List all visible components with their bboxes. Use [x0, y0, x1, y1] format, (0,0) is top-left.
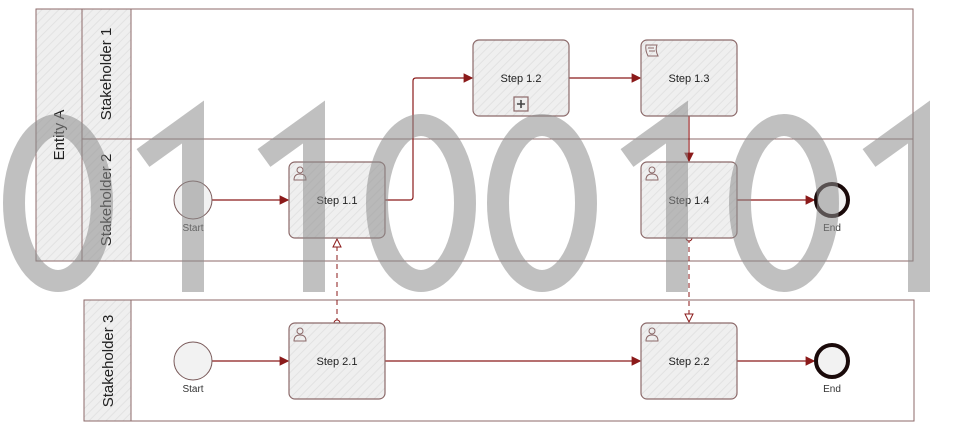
sequence-flows	[212, 73, 816, 366]
watermark	[3, 100, 930, 292]
task-label: Step 2.2	[669, 356, 710, 368]
task-label: Step 2.1	[317, 356, 358, 368]
task-label: Step 1.2	[501, 73, 542, 85]
task-step-2-1[interactable]: Step 2.1	[288, 322, 386, 400]
watermark-digit-one	[620, 100, 688, 292]
start-event[interactable]: Start	[173, 341, 213, 395]
watermark-digit-one	[136, 100, 204, 292]
lane-header	[83, 299, 132, 422]
flow-step11-step12[interactable]	[385, 73, 474, 201]
user-icon	[293, 327, 307, 342]
lane-stakeholder-1-label: Stakeholder 1	[98, 28, 115, 121]
user-icon	[645, 166, 659, 181]
task-step-1-2[interactable]: Step 1.2	[472, 39, 570, 117]
end-event-label: End	[823, 384, 841, 395]
end-event[interactable]: End	[814, 343, 850, 395]
task-label: Step 1.3	[669, 73, 710, 85]
user-icon	[645, 327, 659, 342]
start-event-label: Start	[182, 384, 203, 395]
task-step-1-4[interactable]: Step 1.4	[640, 161, 738, 239]
subprocess-expand-icon[interactable]	[513, 96, 529, 112]
task-step-1-3[interactable]: Step 1.3	[640, 39, 738, 117]
script-icon	[645, 44, 659, 57]
watermark-digit-zero	[366, 114, 476, 292]
watermark-digit-zero	[487, 114, 597, 292]
watermark-digit-zero	[729, 114, 839, 292]
watermark-digit-zero	[3, 114, 113, 292]
lane-stakeholder-3-label: Stakeholder 3	[100, 315, 117, 408]
lane-header	[81, 8, 132, 140]
task-label: Step 1.1	[317, 195, 358, 207]
task-step-2-2[interactable]: Step 2.2	[640, 322, 738, 400]
pool-stakeholder-3[interactable]: Stakeholder 3	[83, 299, 915, 422]
watermark-digit-one	[257, 100, 325, 292]
watermark-digit-one	[862, 100, 930, 292]
